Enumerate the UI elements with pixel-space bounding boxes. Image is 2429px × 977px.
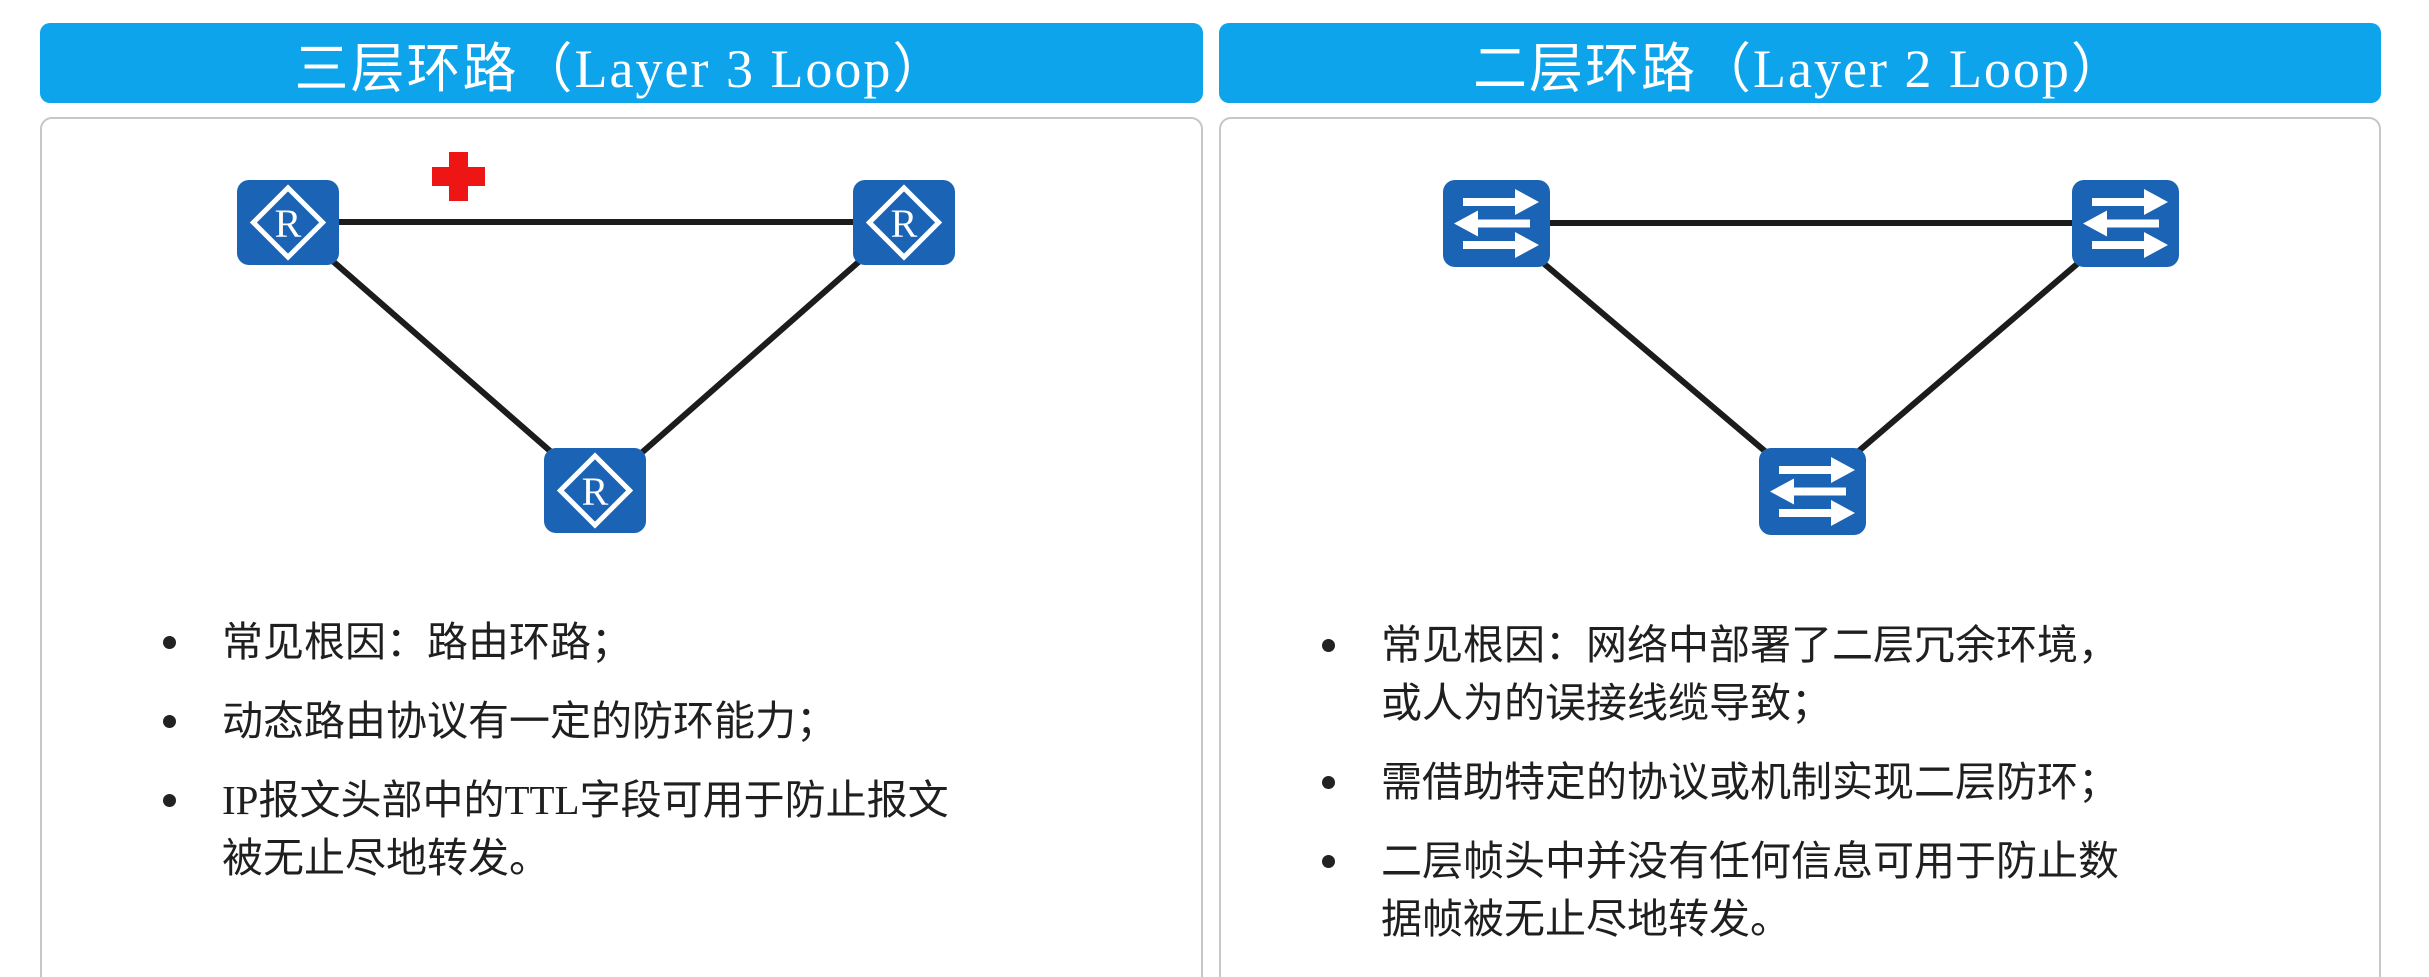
bullet-dot xyxy=(1322,639,1335,652)
bullet-dot xyxy=(163,794,176,807)
layer3-panel: 三层环路（Layer 3 Loop） 常见根因：路由环路； xyxy=(40,23,1203,977)
bullet-text: 动态路由协议有一定的防环能力； xyxy=(222,692,837,750)
bullet-item: 二层帧头中并没有任何信息可用于防止数 据帧被无止尽地转发。 xyxy=(1322,832,2119,948)
bullet-line: 据帧被无止尽地转发。 xyxy=(1381,896,1791,942)
bullet-line: 或人为的误接线缆导致； xyxy=(1381,680,1832,726)
bullet-item: 动态路由协议有一定的防环能力； xyxy=(163,692,949,750)
blocked-cross-icon xyxy=(432,152,485,201)
bullet-item: 常见根因：网络中部署了二层冗余环境， 或人为的误接线缆导致； xyxy=(1322,616,2119,732)
bullet-item: 常见根因：路由环路； xyxy=(163,613,949,671)
layer3-header: 三层环路（Layer 3 Loop） xyxy=(40,23,1203,103)
link-line xyxy=(1810,220,2127,494)
layer2-bullet-list: 常见根因：网络中部署了二层冗余环境， 或人为的误接线缆导致； 需借助特定的协议或… xyxy=(1322,616,2119,969)
bullet-line: 需借助特定的协议或机制实现二层防环； xyxy=(1381,759,2119,805)
layer2-diagram xyxy=(1221,119,2379,579)
bullet-line: 常见根因：路由环路； xyxy=(222,619,632,665)
layer3-diagram xyxy=(42,152,1201,579)
bullet-line: 常见根因：网络中部署了二层冗余环境， xyxy=(1381,622,2119,668)
bullet-item: 需借助特定的协议或机制实现二层防环； xyxy=(1322,753,2119,811)
layer2-body: 常见根因：网络中部署了二层冗余环境， 或人为的误接线缆导致； 需借助特定的协议或… xyxy=(1219,117,2381,977)
bullet-item: IP报文头部中的TTL字段可用于防止报文 被无止尽地转发。 xyxy=(163,771,949,887)
bullet-text: 常见根因：网络中部署了二层冗余环境， 或人为的误接线缆导致； xyxy=(1381,616,2119,732)
layer3-body: 常见根因：路由环路； 动态路由协议有一定的防环能力； IP报文头部中的TTL字段… xyxy=(40,117,1203,977)
bullet-dot xyxy=(1322,855,1335,868)
switch-icon xyxy=(1759,448,1866,535)
router-icon xyxy=(237,180,339,265)
bullet-line: 被无止尽地转发。 xyxy=(222,835,550,881)
bullet-line: 二层帧头中并没有任何信息可用于防止数 xyxy=(1381,838,2119,884)
bullet-text: 常见根因：路由环路； xyxy=(222,613,632,671)
bullet-text: 二层帧头中并没有任何信息可用于防止数 据帧被无止尽地转发。 xyxy=(1381,832,2119,948)
bullet-line: 动态路由协议有一定的防环能力； xyxy=(222,698,837,744)
bullet-dot xyxy=(163,715,176,728)
link-line xyxy=(286,219,599,495)
bullet-text: IP报文头部中的TTL字段可用于防止报文 被无止尽地转发。 xyxy=(222,771,949,887)
link-line xyxy=(595,219,906,495)
layer3-bullet-list: 常见根因：路由环路； 动态路由协议有一定的防环能力； IP报文头部中的TTL字段… xyxy=(163,613,949,908)
layer2-panel: 二层环路（Layer 2 Loop） 常见根因：网络中部署了二层冗余环境， 或人… xyxy=(1219,23,2381,977)
bullet-text: 需借助特定的协议或机制实现二层防环； xyxy=(1381,753,2119,811)
layer3-title: 三层环路（Layer 3 Loop） xyxy=(294,38,949,99)
router-icon xyxy=(853,180,955,265)
bullet-line: IP报文头部中的TTL字段可用于防止报文 xyxy=(222,777,949,823)
layer2-title: 二层环路（Layer 2 Loop） xyxy=(1473,38,2127,99)
switch-icon xyxy=(2072,180,2179,267)
bullet-dot xyxy=(1322,776,1335,789)
bullet-dot xyxy=(163,636,176,649)
router-icon xyxy=(544,448,646,533)
link-line xyxy=(1494,220,1814,494)
switch-icon xyxy=(1443,180,1550,267)
layer2-header: 二层环路（Layer 2 Loop） xyxy=(1219,23,2381,103)
